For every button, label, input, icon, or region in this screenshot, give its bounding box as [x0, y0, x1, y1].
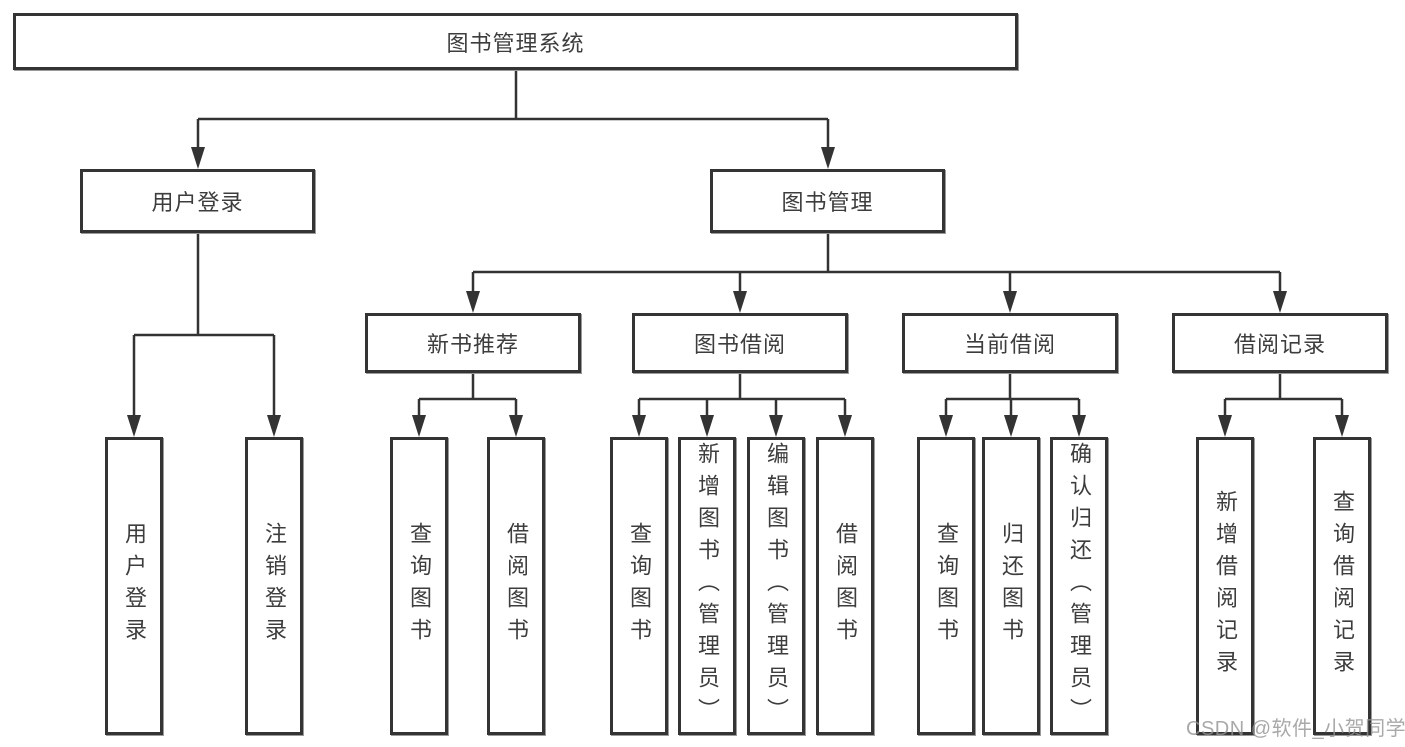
- node-book-management: 图书管理: [710, 169, 945, 233]
- leaf-borrowing-edit-books-admin: 编辑图书（管理员）: [747, 437, 805, 735]
- leaf-label: 查询图书: [934, 522, 959, 650]
- leaf-user-login: 用户登录: [105, 437, 163, 735]
- leaf-current-query-books: 查询图书: [917, 437, 975, 735]
- node-label: 当前借阅: [963, 332, 1056, 357]
- node-book-borrowing: 图书借阅: [632, 313, 848, 373]
- arrowheads: [127, 147, 1349, 437]
- node-label: 新书推荐: [426, 332, 519, 357]
- node-library-management-system: 图书管理系统: [13, 13, 1018, 70]
- node-label: 图书借阅: [693, 332, 786, 357]
- leaf-label: 借阅图书: [504, 522, 529, 650]
- leaf-borrowing-borrow-books: 借阅图书: [816, 437, 874, 735]
- leaf-label: 查询图书: [627, 522, 652, 650]
- leaf-label: 确认归还（管理员）: [1067, 442, 1092, 730]
- leaf-current-return-books: 归还图书: [982, 437, 1040, 735]
- leaf-borrowing-add-books-admin: 新增图书（管理员）: [678, 437, 736, 735]
- leaf-label: 查询借阅记录: [1330, 490, 1355, 682]
- node-label: 用户登录: [151, 190, 244, 215]
- leaf-logout: 注销登录: [245, 437, 303, 735]
- node-new-book-recommendation: 新书推荐: [365, 313, 581, 373]
- leaf-label: 编辑图书（管理员）: [764, 442, 789, 730]
- node-label: 图书管理系统: [446, 30, 585, 56]
- leaf-records-add-record: 新增借阅记录: [1196, 437, 1254, 735]
- leaf-current-confirm-return-admin: 确认归还（管理员）: [1050, 437, 1108, 735]
- leaf-label: 查询图书: [407, 522, 432, 650]
- leaf-label: 归还图书: [999, 522, 1024, 650]
- leaf-label: 新增借阅记录: [1213, 490, 1238, 682]
- node-borrowing-records: 借阅记录: [1172, 313, 1388, 373]
- leaf-borrowing-query-books: 查询图书: [610, 437, 668, 735]
- leaf-label: 注销登录: [262, 522, 287, 650]
- leaf-label: 借阅图书: [833, 522, 858, 650]
- node-current-borrowing: 当前借阅: [902, 313, 1118, 373]
- leaf-records-query-record: 查询借阅记录: [1313, 437, 1371, 735]
- node-label: 借阅记录: [1233, 332, 1326, 357]
- leaf-label: 新增图书（管理员）: [695, 442, 720, 730]
- node-label: 图书管理: [781, 190, 874, 215]
- leaf-recommend-borrow-books: 借阅图书: [487, 437, 545, 735]
- leaf-label: 用户登录: [122, 522, 147, 650]
- csdn-watermark: CSDN @软件_小贺同学: [1186, 718, 1405, 740]
- leaf-recommend-query-books: 查询图书: [390, 437, 448, 735]
- node-user-login: 用户登录: [80, 169, 315, 233]
